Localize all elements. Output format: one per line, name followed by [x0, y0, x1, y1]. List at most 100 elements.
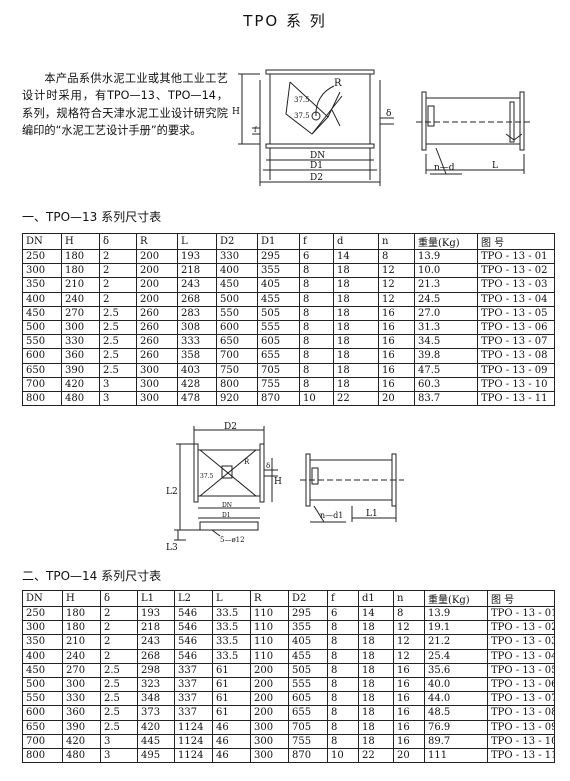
table-cell: 21.2 — [424, 634, 488, 650]
table-cell: 428 — [177, 376, 217, 392]
table-cell: 300 — [250, 747, 289, 764]
table-cell: 390 — [62, 719, 101, 735]
table-cell: 111 — [424, 747, 488, 764]
table-cell: 546 — [174, 605, 213, 622]
table-cell: 180 — [61, 248, 100, 265]
section-heading-tpo14: 二、TPO—14 系列尺寸表 — [22, 569, 162, 583]
table-cell: 655 — [288, 705, 328, 721]
angle-label-1: 37.5 — [294, 96, 310, 104]
table-cell: 546 — [174, 620, 213, 636]
table-cell: 48.5 — [424, 705, 488, 721]
table-cell: 18 — [358, 705, 394, 721]
table-cell: 200 — [250, 691, 289, 707]
table-cell: 8 — [299, 348, 334, 364]
table-cell: 240 — [61, 291, 100, 307]
table-cell: 18 — [333, 334, 379, 350]
table-cell: 8 — [327, 719, 359, 735]
col-header: f — [327, 590, 359, 607]
table-cell: 455 — [288, 648, 328, 664]
col-header: H — [61, 233, 100, 250]
table-cell: 700 — [22, 733, 63, 749]
table-cell: TPO - 13 - 11 — [487, 747, 555, 764]
table-cell: 1124 — [174, 733, 213, 749]
table-cell: 550 — [22, 334, 62, 350]
table-cell: 2 — [99, 277, 137, 293]
table-cell: 2.5 — [99, 348, 137, 364]
table-cell: 480 — [61, 390, 100, 407]
table-cell: TPO - 13 - 10 — [477, 376, 555, 392]
table-cell: 180 — [62, 620, 101, 636]
table-cell: 16 — [393, 691, 425, 707]
table-cell: 405 — [257, 277, 300, 293]
col-header: DN — [22, 590, 63, 607]
col-header: L2 — [174, 590, 213, 607]
table-cell: 16 — [378, 319, 415, 336]
table-cell: 2.5 — [99, 319, 137, 336]
table-cell: 337 — [174, 691, 213, 707]
table-cell: 22 — [358, 747, 394, 764]
intro-text: 本产品系供水泥工业或其他工业工艺设计时采用，有TPO—13、TPO—14，系列，… — [22, 72, 228, 137]
table-cell: 180 — [61, 263, 100, 279]
table-cell: 6 — [327, 605, 359, 622]
table-cell: 300 — [22, 263, 62, 279]
table-cell: 2 — [100, 634, 138, 650]
table-cell: 61 — [212, 662, 251, 678]
table-cell: 295 — [257, 248, 300, 265]
col-header: f — [299, 233, 334, 250]
table-cell: 33.5 — [212, 648, 251, 664]
table-cell: 2 — [99, 291, 137, 307]
table-cell: 18 — [333, 362, 379, 378]
table-cell: TPO - 13 - 04 — [487, 648, 555, 664]
col-header: H — [62, 590, 101, 607]
dim-label-l3: L3 — [166, 543, 178, 553]
table-cell: 750 — [216, 362, 258, 378]
table-cell: 800 — [216, 376, 258, 392]
table-cell: 260 — [136, 334, 178, 350]
table-header-row: DN H δ R L D2 D1 f d n 重量(Kg) 图 号 — [22, 233, 555, 250]
dim-label-h: H — [274, 477, 282, 487]
table-cell: 348 — [137, 691, 175, 707]
table-cell: 200 — [136, 263, 178, 279]
table-cell: 555 — [288, 676, 328, 693]
table-cell: 13.9 — [424, 605, 488, 622]
table-cell: 240 — [62, 648, 101, 664]
table-cell: 300 — [62, 676, 101, 693]
table-cell: 870 — [257, 390, 300, 407]
col-header: L — [177, 233, 217, 250]
table-cell: 24.5 — [414, 291, 478, 307]
table-cell: 480 — [62, 747, 101, 764]
col-header: L1 — [137, 590, 175, 607]
table-cell: TPO - 13 - 09 — [477, 362, 555, 378]
table-cell: 450 — [22, 662, 63, 678]
table-cell: TPO - 13 - 07 — [477, 334, 555, 350]
table-cell: 18 — [358, 662, 394, 678]
table-cell: 31.3 — [414, 319, 478, 336]
table-cell: 3 — [99, 376, 137, 392]
table-cell: 89.7 — [424, 733, 488, 749]
table-cell: 16 — [378, 376, 415, 392]
table-cell: 18 — [358, 691, 394, 707]
table-cell: 3 — [100, 747, 138, 764]
table-cell: 12 — [378, 263, 415, 279]
table-cell: 110 — [250, 605, 289, 622]
table-cell: 210 — [62, 634, 101, 650]
col-header: D2 — [288, 590, 328, 607]
col-header: n — [378, 233, 415, 250]
table-cell: 40.0 — [424, 676, 488, 693]
hole-label: 5—ø12 — [220, 536, 245, 544]
col-header: L — [212, 590, 251, 607]
table-cell: 270 — [61, 305, 100, 321]
table-cell: 270 — [62, 662, 101, 678]
table-cell: 546 — [174, 648, 213, 664]
table-cell: 18 — [358, 733, 394, 749]
table-cell: TPO - 13 - 11 — [477, 390, 555, 407]
table-cell: TPO - 13 - 08 — [487, 705, 555, 721]
table-cell: 455 — [257, 291, 300, 307]
table-cell: 193 — [177, 248, 217, 265]
table-cell: 110 — [250, 634, 289, 650]
dim-label-d2: D2 — [310, 173, 323, 183]
dim-label-nd: n—d — [434, 163, 455, 173]
